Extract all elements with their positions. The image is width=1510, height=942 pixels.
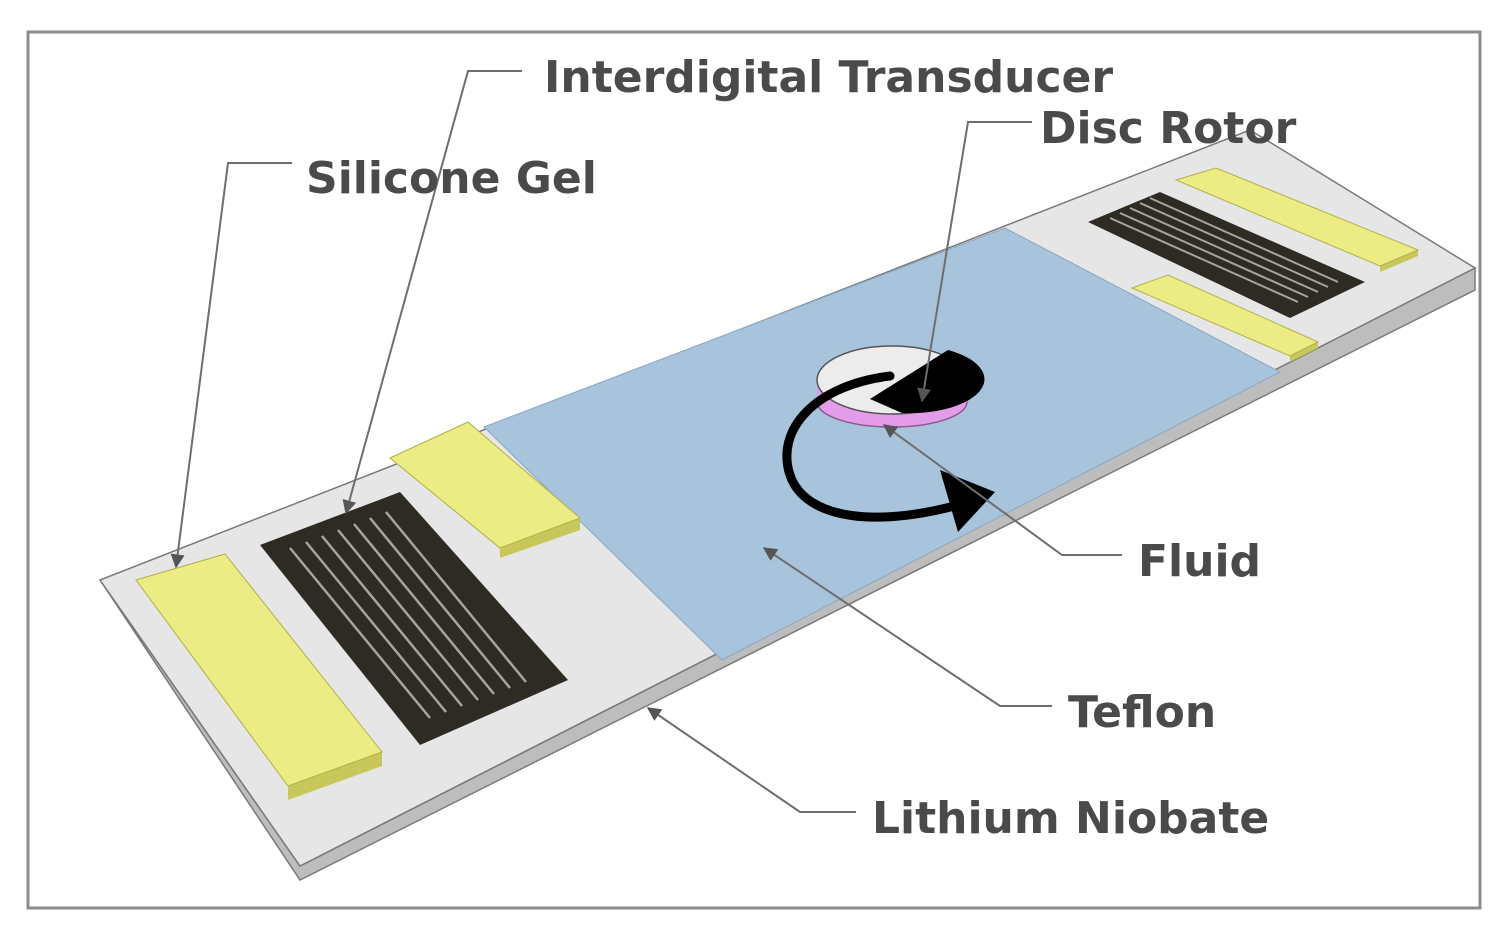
silicone-gel-pads — [135, 167, 1420, 800]
leader-interdigital-transducer — [342, 70, 522, 515]
label-teflon: Teflon — [1068, 687, 1216, 738]
label-disc-rotor: Disc Rotor — [1040, 103, 1297, 154]
silicone-gel-pad-right-near — [1130, 274, 1320, 362]
label-interdigital-transducer: Interdigital Transducer — [544, 52, 1113, 103]
teflon-layer — [483, 227, 1282, 661]
silicone-gel-pad-right-far — [1174, 167, 1420, 272]
label-fluid: Fluid — [1138, 536, 1261, 587]
label-lithium-niobate: Lithium Niobate — [872, 793, 1269, 844]
curved-arrow-icon — [782, 371, 995, 532]
leader-fluid — [882, 424, 1122, 556]
interdigital-transducer-left — [260, 492, 568, 745]
leader-disc-rotor — [917, 121, 1032, 403]
leader-silicone-gel — [170, 162, 292, 569]
silicone-gel-pad-left-inner — [389, 421, 581, 558]
leader-teflon — [762, 547, 1052, 707]
leader-lines — [170, 70, 1122, 813]
label-silicone-gel: Silicone Gel — [306, 153, 597, 204]
interdigital-transducer-right — [1088, 192, 1365, 318]
silicone-gel-pad-left-outer — [135, 553, 383, 800]
leader-lithium-niobate — [646, 707, 856, 813]
